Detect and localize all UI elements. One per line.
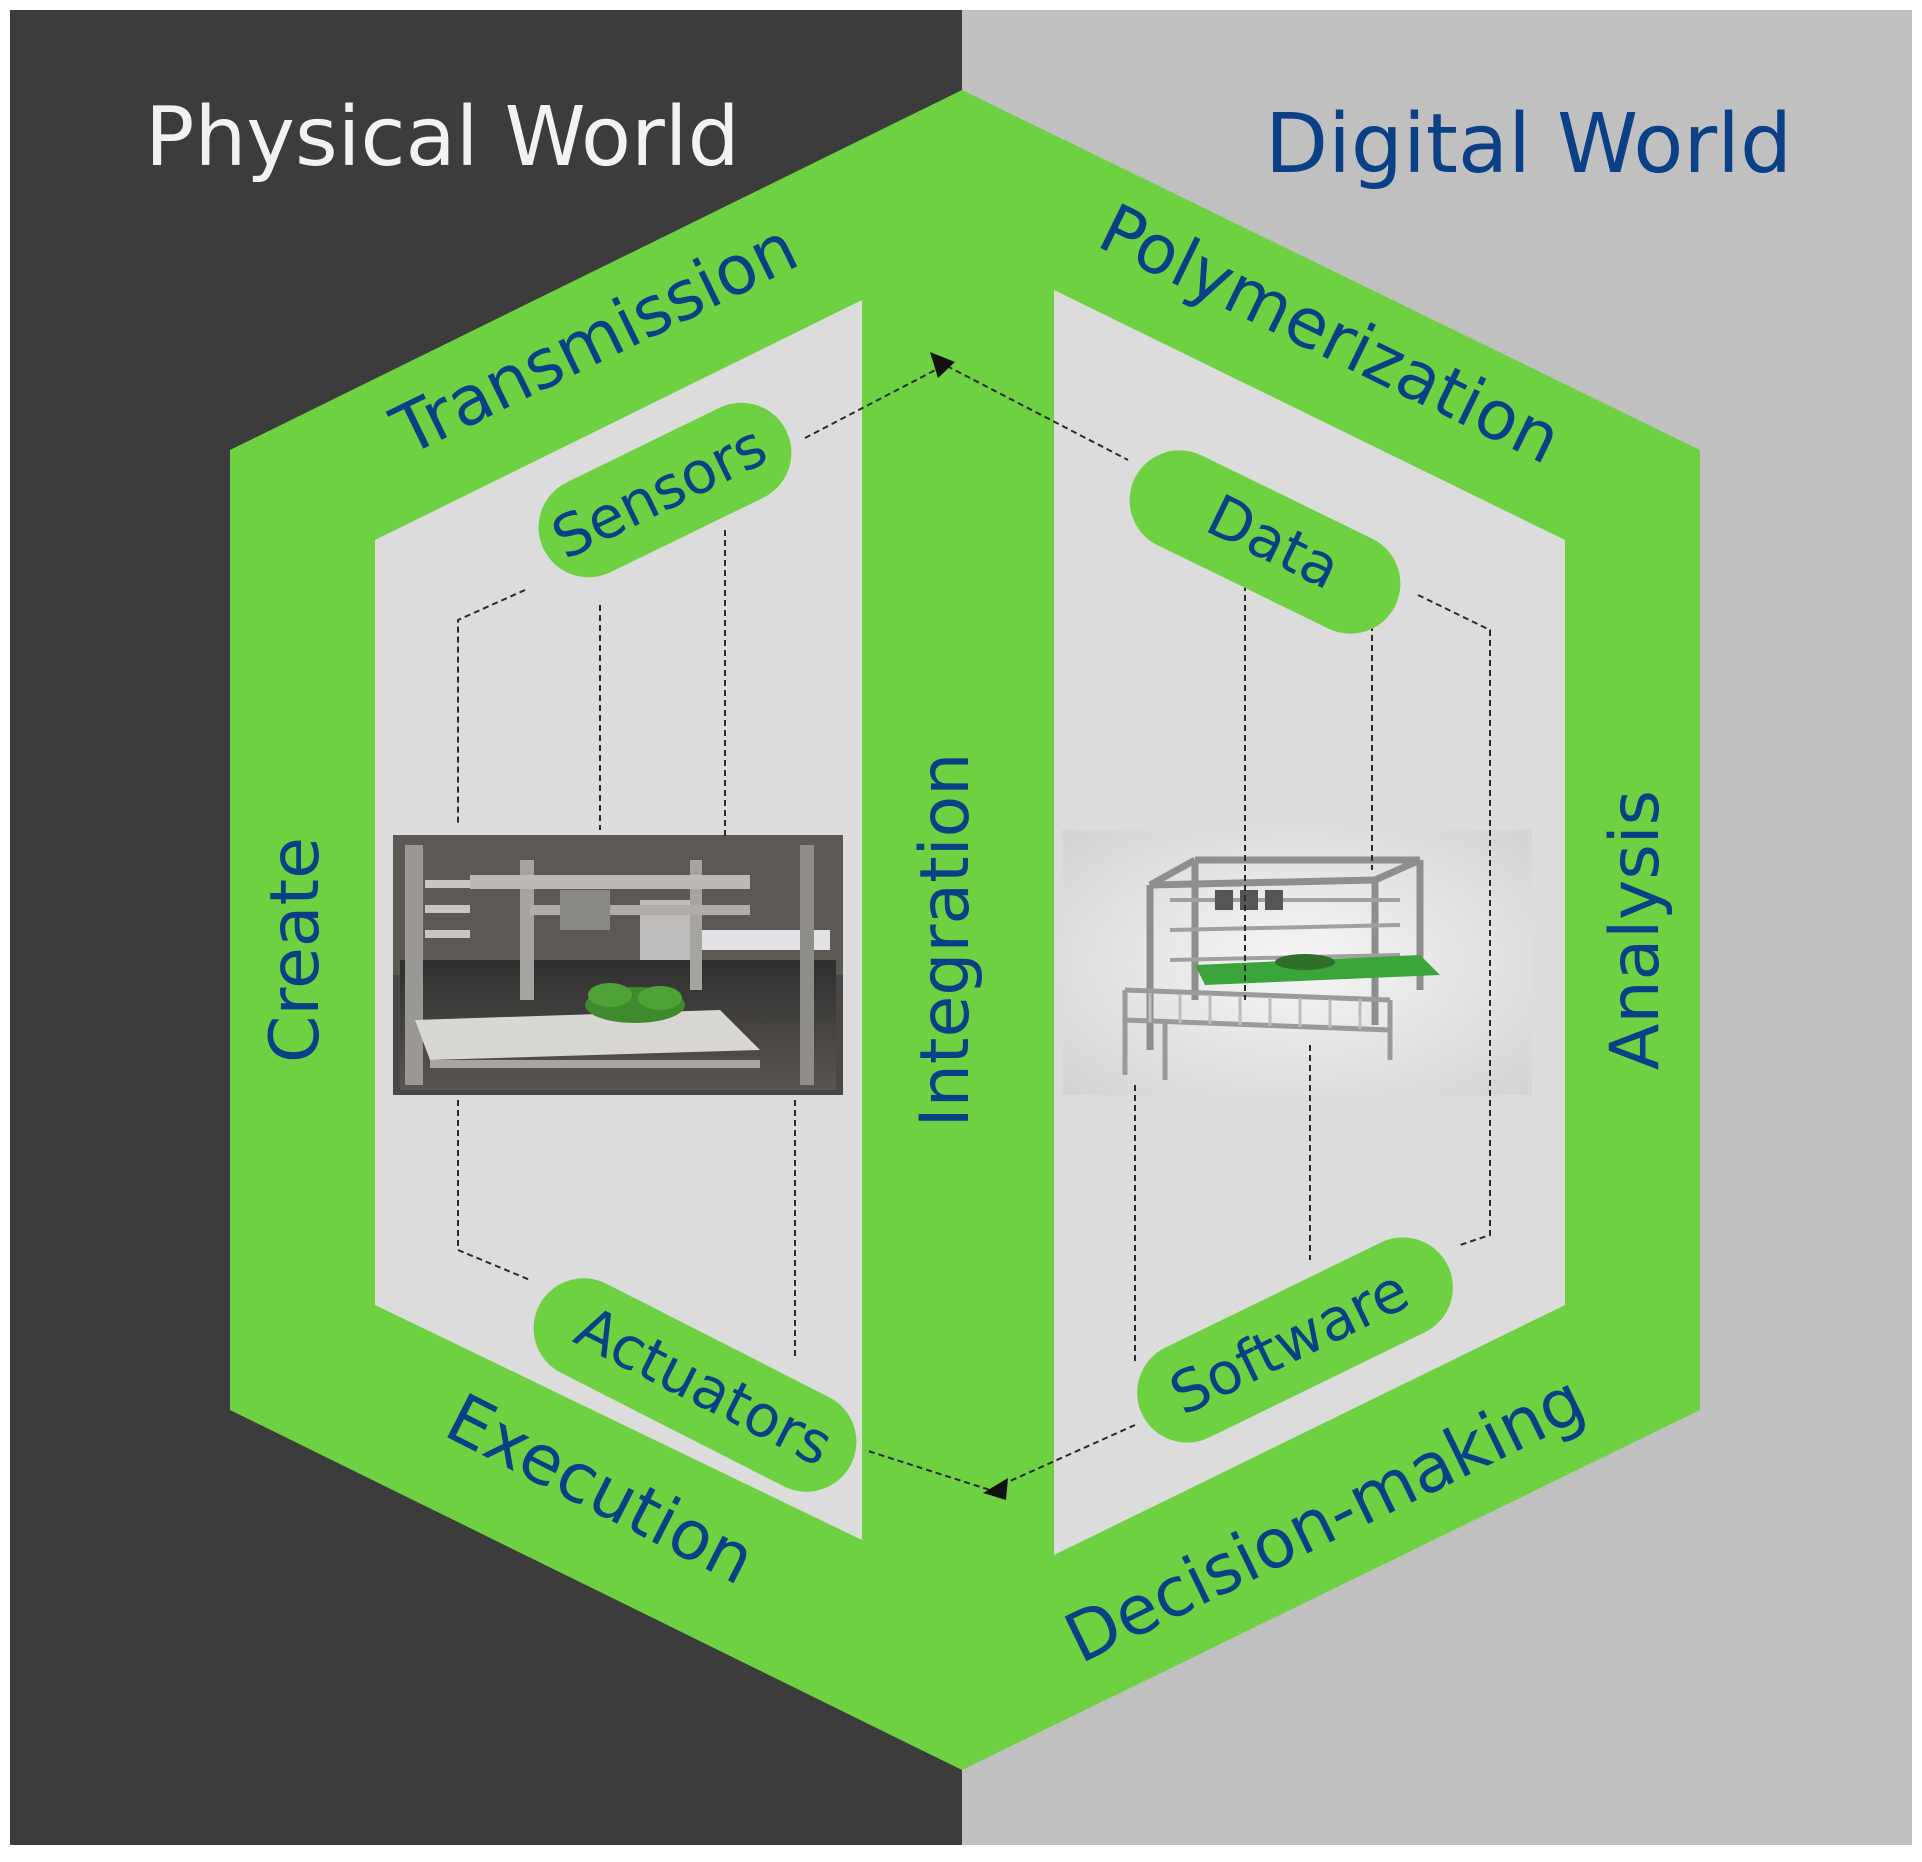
connector-sensors-left <box>457 589 526 825</box>
pill-software <box>1137 1237 1453 1443</box>
digital-twin-render <box>1062 830 1532 1095</box>
connector-data-edge <box>1417 594 1491 1246</box>
arrowhead-bottom-icon <box>983 1478 1008 1500</box>
pill-actuators <box>533 1278 857 1492</box>
arrowhead-top-icon <box>930 352 955 378</box>
arrow-sensors-to-data <box>804 363 1129 461</box>
pill-sensors <box>538 402 792 578</box>
ring-label-analysis: Analysis <box>1596 790 1675 1070</box>
arrow-software-to-actuators <box>864 1424 1136 1492</box>
physical-world-title: Physical World <box>145 90 740 185</box>
ring-label-create: Create <box>256 837 335 1063</box>
ring-label-integration: Integration <box>906 753 985 1128</box>
digital-world-title: Digital World <box>1265 97 1792 192</box>
pill-data <box>1129 450 1401 634</box>
connector-actuators-left <box>457 1100 531 1281</box>
physical-robot-photo <box>393 835 843 1095</box>
